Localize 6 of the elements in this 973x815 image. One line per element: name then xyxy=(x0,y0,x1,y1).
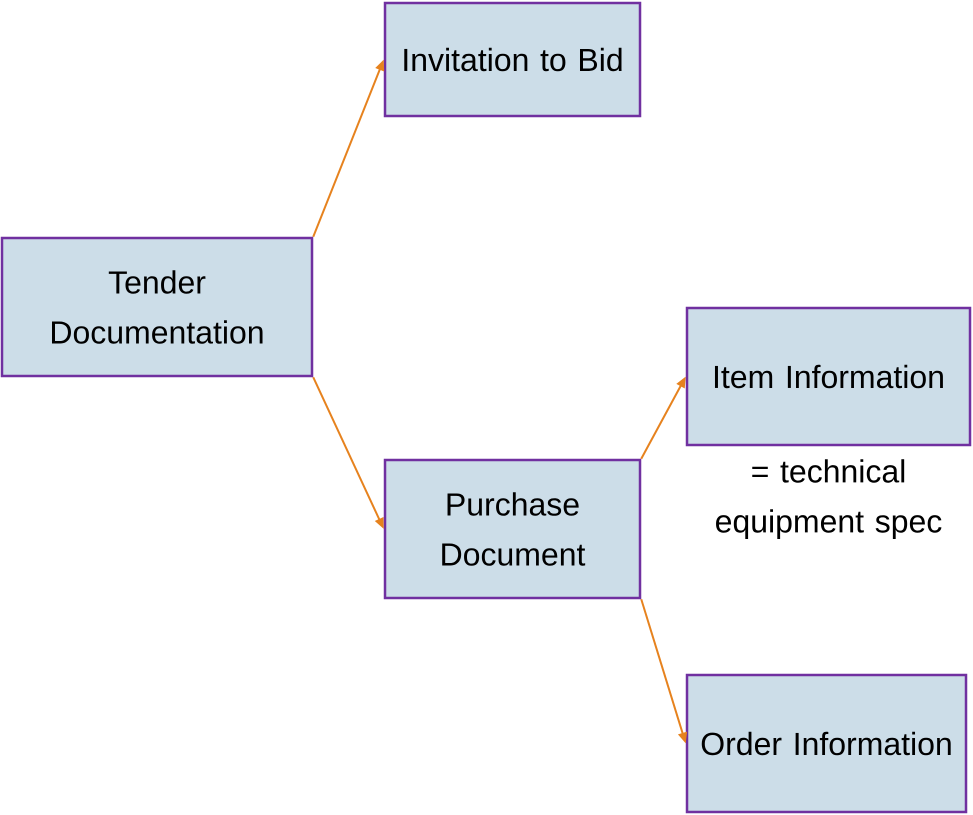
process-box: Order Information xyxy=(686,674,968,814)
note-text: = technical equipment spec xyxy=(716,459,942,540)
process-box: Purchase Document xyxy=(384,458,642,600)
process-box: Invitation to Bid xyxy=(384,2,642,118)
process-box: Item Information xyxy=(686,306,972,446)
process-box: Tender Documentation xyxy=(0,236,314,378)
